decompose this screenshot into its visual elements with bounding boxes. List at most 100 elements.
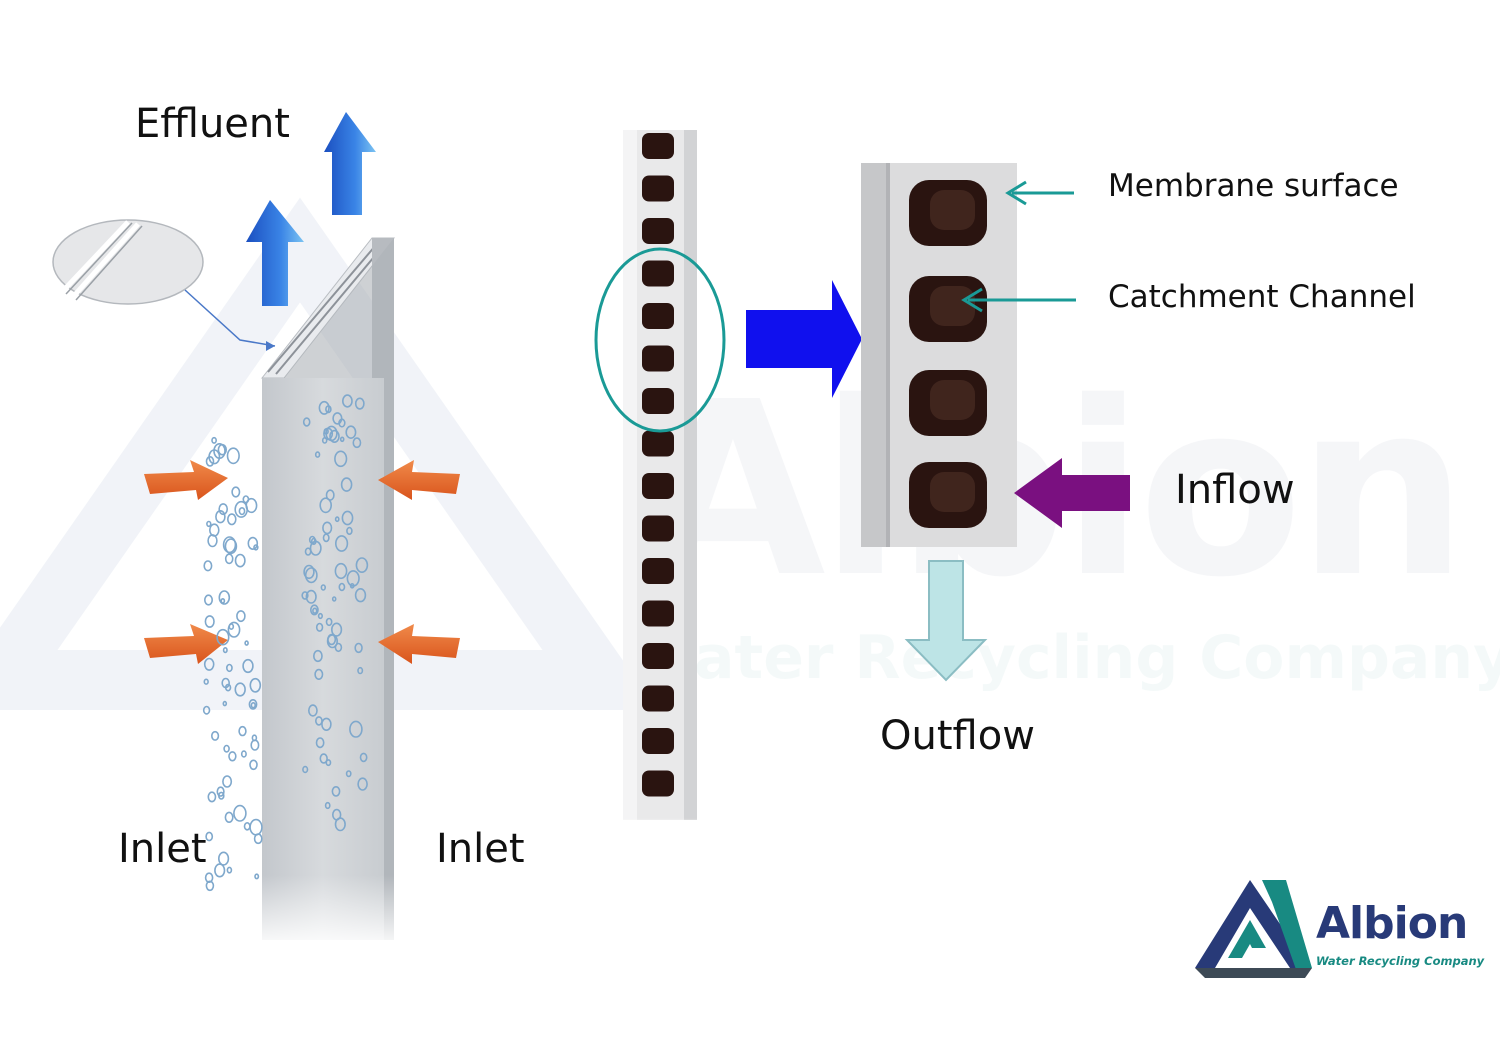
water-droplet — [354, 397, 365, 410]
water-droplet — [322, 521, 333, 535]
effluent-arrow-2 — [246, 200, 304, 306]
strip-channel — [642, 643, 674, 669]
enlarged-channels — [909, 180, 987, 528]
water-droplet — [216, 786, 225, 797]
strip-channel — [642, 600, 674, 627]
cross-section-channels — [642, 133, 674, 797]
water-droplet — [317, 612, 324, 620]
water-droplet — [228, 751, 237, 762]
water-droplet — [238, 725, 247, 737]
water-droplet — [249, 677, 262, 693]
water-droplet — [329, 429, 340, 444]
strip-channel — [642, 515, 674, 542]
water-droplet — [205, 455, 215, 467]
strip-channel — [642, 473, 674, 499]
water-droplet — [253, 833, 263, 845]
water-droplet — [226, 447, 240, 465]
inlet-label-left: Inlet — [118, 826, 207, 872]
water-droplet — [304, 547, 312, 556]
water-droplet — [352, 437, 362, 449]
water-droplet — [216, 628, 230, 646]
strip-channel — [642, 345, 674, 372]
membrane-surface-pointer — [1005, 180, 1074, 206]
zoom-arrow — [746, 280, 862, 398]
water-droplet — [321, 436, 328, 444]
water-droplet — [224, 538, 238, 555]
outflow-label: Outflow — [880, 713, 1035, 759]
water-droplet — [218, 503, 228, 516]
water-droplet — [338, 582, 346, 592]
water-droplet — [220, 598, 226, 604]
logo-tagline: Water Recycling Company — [1316, 954, 1485, 968]
water-droplet — [331, 596, 337, 602]
water-droplet — [238, 507, 246, 516]
water-droplet — [234, 553, 246, 568]
water-droplet — [203, 657, 215, 671]
strip-channel — [642, 388, 674, 414]
water-droplet — [301, 591, 309, 600]
strip-channel — [642, 685, 674, 712]
water-droplet — [208, 449, 221, 465]
water-droplet — [314, 451, 321, 458]
water-droplet — [207, 534, 218, 548]
water-droplet — [206, 520, 212, 528]
water-droplet — [339, 436, 345, 443]
water-droplet — [321, 717, 332, 731]
water-droplet — [231, 486, 241, 498]
water-droplet — [309, 604, 319, 616]
strip-channel — [642, 728, 674, 754]
water-droplet — [334, 642, 343, 653]
effluent-arrow-1 — [324, 112, 376, 215]
water-droplet — [315, 622, 324, 632]
water-droplet — [204, 615, 215, 628]
water-droplet — [346, 526, 353, 536]
strip-channel — [642, 558, 674, 584]
water-droplet — [325, 759, 332, 767]
water-droplet — [304, 567, 318, 584]
water-droplet — [204, 594, 214, 606]
water-droplet — [305, 589, 317, 604]
water-droplet — [244, 640, 249, 646]
water-droplet — [218, 791, 225, 800]
effluent-label: Effluent — [135, 101, 290, 147]
inflow-arrow — [1014, 458, 1130, 528]
water-droplet — [227, 513, 237, 526]
water-droplet — [325, 617, 333, 627]
water-droplet — [205, 831, 214, 842]
water-droplet — [312, 607, 318, 614]
water-droplet — [211, 730, 220, 741]
water-droplet — [226, 866, 233, 874]
water-droplet — [225, 663, 233, 673]
water-droplet — [203, 560, 213, 572]
water-droplet — [324, 801, 331, 810]
water-droplet — [345, 770, 352, 778]
water-droplet — [222, 775, 233, 788]
water-droplet — [319, 497, 333, 514]
water-droplet — [202, 705, 211, 715]
water-droplet — [224, 553, 234, 565]
strip-channel — [642, 303, 674, 329]
water-droplet — [203, 678, 209, 685]
water-droplet — [345, 425, 357, 440]
strip-channel — [642, 133, 674, 159]
water-droplet — [242, 658, 254, 674]
inflow-label: Inflow — [1175, 467, 1295, 513]
water-droplet — [250, 739, 260, 751]
water-droplet — [253, 544, 259, 551]
water-droplet — [341, 394, 353, 408]
water-droplet — [236, 610, 246, 623]
water-droplet — [224, 811, 234, 823]
water-droplet — [243, 821, 251, 831]
water-droplet — [302, 417, 311, 427]
water-droplet — [334, 516, 340, 523]
water-droplet — [302, 765, 309, 774]
water-droplet — [318, 400, 330, 415]
water-droplet — [357, 666, 364, 675]
water-droplet — [327, 633, 337, 646]
strip-channel — [642, 430, 674, 457]
water-droplet — [354, 587, 367, 603]
water-droplet — [349, 720, 363, 738]
water-droplet — [307, 704, 318, 717]
